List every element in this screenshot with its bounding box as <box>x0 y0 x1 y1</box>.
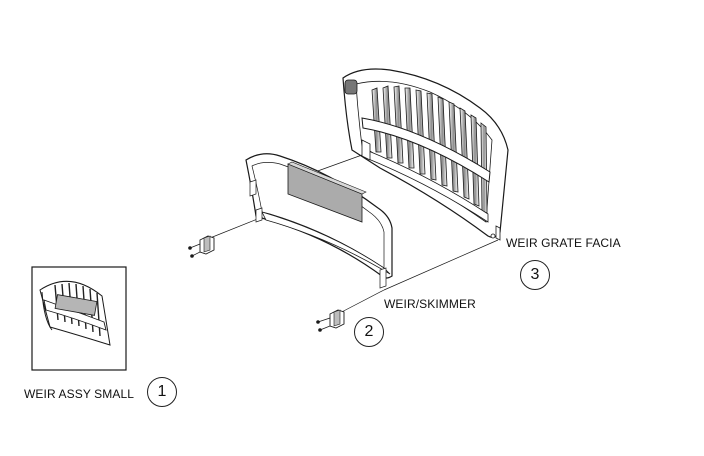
hinge-clip-lower <box>316 309 345 332</box>
weir-assy-small-inset <box>31 266 127 371</box>
part-number-callout-3: 3 <box>520 260 550 290</box>
part-number-callout-2: 2 <box>354 317 384 347</box>
weir-grate-facia <box>342 68 509 241</box>
part-label-weir-skimmer: WEIR/SKIMMER <box>384 297 476 311</box>
part-label-weir-grate-facia: WEIR GRATE FACIA <box>506 236 621 250</box>
hinge-clip-upper <box>188 235 215 258</box>
weir-skimmer <box>245 153 393 289</box>
part-label-weir-assy-small: WEIR ASSY SMALL <box>24 387 134 401</box>
part-number-callout-1: 1 <box>147 377 177 407</box>
